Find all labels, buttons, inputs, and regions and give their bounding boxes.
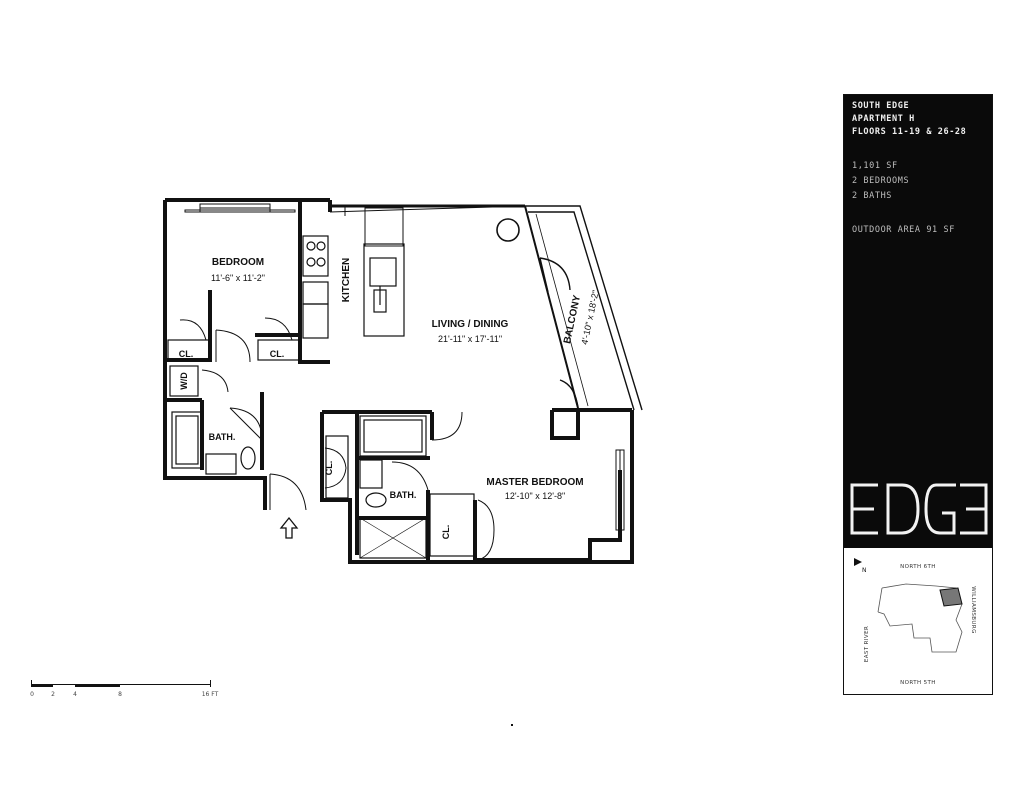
key-map: N NORTH 6TH NORTH 5TH EAST RIVER WILLIAM… — [854, 558, 976, 686]
info-panel: SOUTH EDGE APARTMENT H FLOORS 11-19 & 26… — [843, 94, 993, 695]
room-label-living-dining: LIVING / DINING — [432, 319, 509, 330]
room-label-closet-4: CL. — [441, 525, 451, 540]
street-bottom: NORTH 5TH — [900, 680, 936, 686]
room-size-bedroom: 11'-6" x 11'-2" — [211, 273, 265, 283]
info-panel-header: SOUTH EDGE APARTMENT H FLOORS 11-19 & 26… — [844, 95, 992, 548]
room-label-bath-1: BATH. — [209, 432, 236, 442]
room-label-kitchen: KITCHEN — [341, 258, 352, 302]
column-round — [496, 218, 520, 242]
north-marker-label: N — [862, 567, 867, 574]
room-label-bath-2: BATH. — [390, 490, 417, 500]
entry-arrow — [279, 516, 299, 539]
kitchen-counter — [302, 235, 405, 339]
scale-label-8: 8 — [118, 691, 122, 698]
scale-bar: 0 2 4 8 16 FT — [30, 680, 219, 698]
room-label-master-bedroom: MASTER BEDROOM — [486, 477, 583, 488]
floors-text: FLOORS 11-19 & 26-28 — [852, 127, 967, 137]
north-marker: N — [854, 558, 867, 574]
living-window — [329, 205, 526, 247]
balcony-outline — [524, 205, 643, 411]
room-label-closet-2: CL. — [270, 349, 285, 359]
room-label-closet-1: CL. — [179, 349, 194, 359]
room-size-living-dining: 21'-11" x 17'-11" — [438, 334, 502, 344]
fixtures — [167, 339, 475, 559]
street-left: EAST RIVER — [864, 626, 870, 662]
scale-label-2: 2 — [51, 691, 55, 698]
edge-logo — [850, 483, 988, 535]
site-highlight — [939, 587, 963, 607]
page-dot — [511, 724, 513, 726]
area-text: 1,101 SF — [852, 161, 898, 171]
scale-label-4: 4 — [73, 691, 77, 698]
room-label-closet-3: CL. — [324, 461, 334, 476]
building-name: SOUTH EDGE — [852, 101, 910, 111]
bedrooms-text: 2 BEDROOMS — [852, 176, 910, 186]
unit-name: APARTMENT H — [852, 114, 915, 124]
room-size-master-bedroom: 12'-10" x 12'-8" — [505, 491, 565, 501]
doors — [179, 317, 625, 561]
site-outline — [877, 583, 963, 653]
room-label-bedroom: BEDROOM — [212, 257, 264, 268]
outdoor-area-text: OUTDOOR AREA 91 SF — [852, 225, 955, 235]
bedroom-window — [184, 203, 296, 213]
street-right: WILLIAMSBURG — [970, 586, 976, 634]
scale-label-16: 16 FT — [202, 691, 219, 698]
room-label-washer-dryer: W/D — [179, 372, 189, 390]
scale-label-0: 0 — [30, 691, 34, 698]
baths-text: 2 BATHS — [852, 191, 893, 201]
street-top: NORTH 6TH — [900, 564, 936, 570]
